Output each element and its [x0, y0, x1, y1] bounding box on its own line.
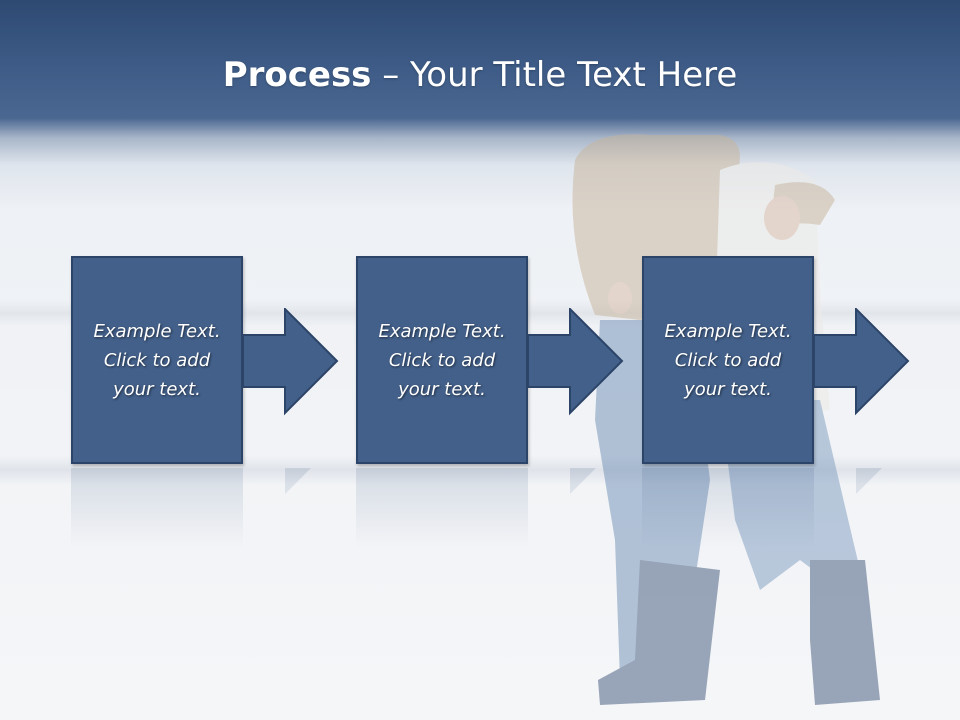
process-step-2: Example Text. Click to add your text. [356, 256, 536, 468]
step-text-line-2: Click to add [103, 349, 211, 371]
step-box[interactable] [71, 256, 243, 464]
process-step-3: Example Text. Click to add your text. [642, 256, 822, 468]
process-step-1: Example Text. Click to add your text. [71, 256, 251, 468]
step-text-line-3: your text. [113, 378, 201, 400]
title-rest: – Your Title Text Here [371, 55, 738, 95]
step-text-line-2: Click to add [388, 349, 496, 371]
step-text-line-1: Example Text. [664, 320, 792, 342]
step-text-line-3: your text. [398, 378, 486, 400]
step-text-line-3: your text. [684, 378, 772, 400]
step-text-line-1: Example Text. [378, 320, 506, 342]
step-text[interactable]: Example Text. Click to add your text. [71, 256, 243, 464]
right-arrow-icon [813, 308, 910, 416]
title-bold: Process [222, 55, 372, 95]
step-box[interactable] [642, 256, 814, 464]
right-arrow-icon [527, 308, 624, 416]
step-text[interactable]: Example Text. Click to add your text. [642, 256, 814, 464]
title-bar: Process – Your Title Text Here [0, 0, 960, 150]
right-arrow-icon [242, 308, 339, 416]
step-text[interactable]: Example Text. Click to add your text. [356, 256, 528, 464]
slide-title[interactable]: Process – Your Title Text Here [223, 55, 738, 95]
step-text-line-2: Click to add [674, 349, 782, 371]
step-box[interactable] [356, 256, 528, 464]
step-text-line-1: Example Text. [93, 320, 221, 342]
